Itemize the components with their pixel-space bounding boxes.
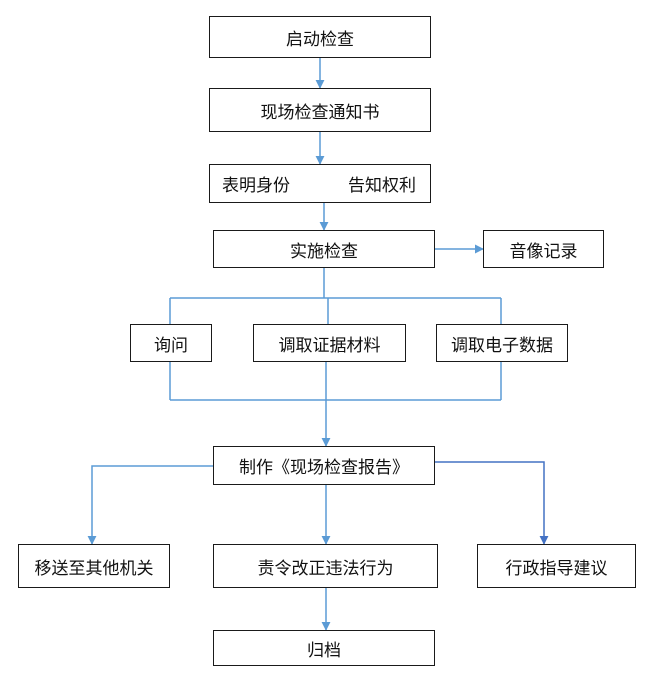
node-make-report: 制作《现场检查报告》 — [213, 446, 435, 485]
node-implement-inspection: 实施检查 — [213, 230, 435, 268]
node-retrieve-electronic-data: 调取电子数据 — [436, 324, 568, 362]
node-archive: 归档 — [213, 630, 435, 666]
arrow-report-to-transfer — [87, 465, 213, 545]
node-inquiry: 询问 — [130, 324, 212, 362]
node-audio-video-record: 音像记录 — [483, 230, 604, 268]
node-order-correction: 责令改正违法行为 — [213, 544, 438, 588]
node-transfer-other-agency: 移送至其他机关 — [18, 544, 170, 588]
arrow-report-to-advice — [435, 461, 549, 545]
node-retrieve-evidence: 调取证据材料 — [253, 324, 406, 362]
label-show-identity: 表明身份 — [222, 176, 290, 196]
node-start-inspection: 启动检查 — [209, 16, 431, 58]
node-inspection-notice: 现场检查通知书 — [209, 88, 431, 132]
node-identity-rights: 表明身份 告知权利 — [209, 164, 431, 203]
node-admin-guidance: 行政指导建议 — [477, 544, 636, 588]
label-inform-rights: 告知权利 — [348, 176, 416, 196]
